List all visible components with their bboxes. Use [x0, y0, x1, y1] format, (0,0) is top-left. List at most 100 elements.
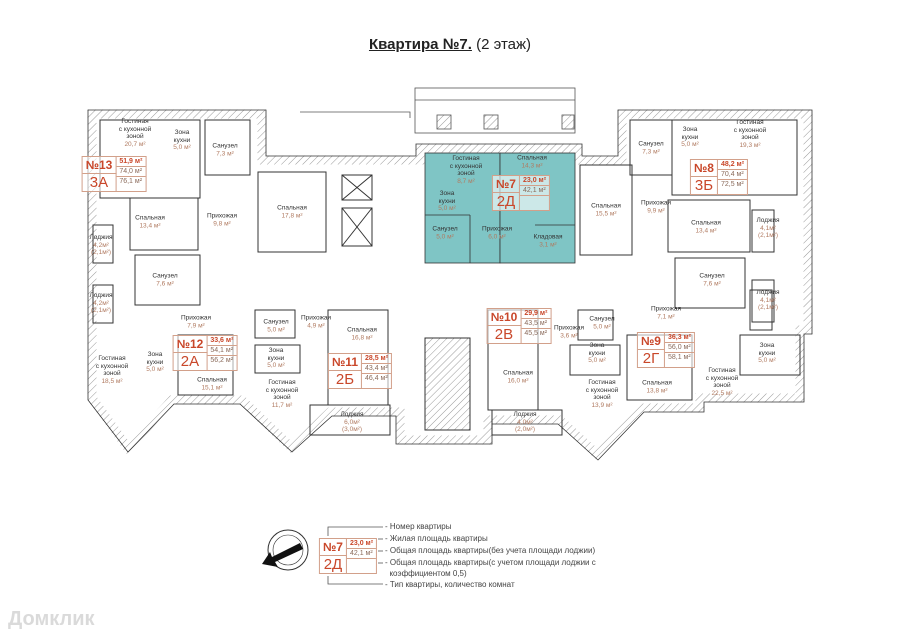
- apartment-type: 3А: [83, 174, 117, 191]
- apartment-number: №8: [690, 160, 718, 177]
- room-name: Прихожая: [553, 324, 585, 332]
- watermark-logo: Домклик: [8, 608, 95, 630]
- room-name: Спальная: [591, 202, 621, 210]
- room-area: 5,0 м²: [758, 356, 776, 364]
- loggia-area: 4,2м² (2,1м²): [91, 241, 111, 256]
- room-name: Прихожая: [640, 199, 672, 207]
- room-area: 5,0 м²: [146, 365, 164, 373]
- room-area: 5,0 м²: [588, 356, 606, 364]
- living-area: 29,9 м²: [521, 309, 551, 319]
- room-area: 5,0 м²: [438, 204, 456, 212]
- legend-total-area: 42,1 м²: [346, 549, 377, 559]
- room-name: Прихожая: [481, 225, 513, 233]
- legend-item-total-loggia-cont: коэффициентом 0,5): [385, 569, 467, 578]
- room-area: 16,8 м²: [351, 334, 373, 341]
- total-loggia-area: [520, 196, 549, 205]
- title-floor: (2 этаж): [476, 36, 532, 53]
- room-name: Зона кухни: [681, 125, 699, 141]
- living-area: 36,3 м²: [664, 333, 695, 343]
- legend-item-type: - Тип квартиры, количество комнат: [385, 580, 515, 589]
- room-area: 5,0 м²: [593, 323, 611, 330]
- total-area: 43,5 м²: [521, 319, 551, 329]
- upper-service-lines: [261, 87, 576, 160]
- total-area: 74,0 м²: [116, 167, 146, 177]
- apartment-number: №7: [492, 176, 520, 193]
- living-area: 51,9 м²: [116, 157, 146, 167]
- room-area: 8,7 м²: [457, 177, 475, 185]
- apartment-type: 2В: [488, 326, 522, 343]
- room-area: 9,9 м²: [647, 207, 665, 214]
- room-name: Гостиная с кухонной зоной: [265, 379, 299, 401]
- apartment-number: №13: [82, 157, 117, 174]
- total-loggia-area: 46,4 м²: [364, 375, 388, 382]
- room-name: Зона кухни: [173, 128, 191, 144]
- room-name: Спальная: [691, 219, 721, 227]
- title-main: Квартира №7.: [368, 36, 472, 53]
- room-area: 7,6 м²: [703, 280, 721, 287]
- apartment-type: 2Б: [329, 371, 362, 388]
- apartment-type: 3Б: [691, 177, 718, 194]
- loggia-name: Лоджия: [756, 288, 780, 296]
- room-area: 13,9 м²: [591, 401, 613, 409]
- legend-item-total-loggia: - Общая площадь квартиры(с учетом площад…: [385, 558, 596, 567]
- apartment-number: №10: [487, 309, 522, 326]
- room-name: Прихожая: [300, 314, 332, 322]
- loggia-area: 4,2м² (2,1м²): [91, 299, 111, 314]
- room-area: 7,9 м²: [187, 322, 205, 329]
- loggia-name: Лоджия: [756, 216, 780, 224]
- legend-apartment-number: №7: [319, 539, 347, 556]
- loggia-name: Лоджия: [340, 410, 364, 418]
- room-area: 6,0 м²: [488, 233, 506, 240]
- room-name: Кладовая: [533, 233, 563, 241]
- room-name: Санузел: [152, 272, 178, 280]
- living-area: 33,6 м²: [207, 336, 237, 346]
- total-loggia-area: 72,5 м²: [720, 181, 744, 188]
- room-name: Прихожая: [650, 305, 682, 313]
- room-name: Санузел: [263, 318, 289, 326]
- room-area: 15,5 м²: [595, 210, 617, 217]
- legend-areas: 23,0 м² 42,1 м²: [346, 539, 377, 573]
- room-area: 20,7 м²: [124, 140, 146, 148]
- room-area: 7,6 м²: [156, 280, 174, 287]
- apartment-type: 2Д: [493, 193, 520, 210]
- room-name: Санузел: [699, 272, 725, 280]
- loggia-area: 4,1м² (2,1м²): [758, 296, 778, 311]
- loggia-area: 6,0м² (3,0м²): [342, 418, 362, 433]
- room-area: 4,9 м²: [307, 322, 325, 329]
- room-area: 13,8 м²: [646, 387, 668, 394]
- room-name: Спальная: [503, 369, 533, 377]
- room-area: 5,0 м²: [173, 143, 191, 151]
- total-area: 54,1 м²: [207, 346, 237, 356]
- legend-living-area: 23,0 м²: [346, 539, 377, 549]
